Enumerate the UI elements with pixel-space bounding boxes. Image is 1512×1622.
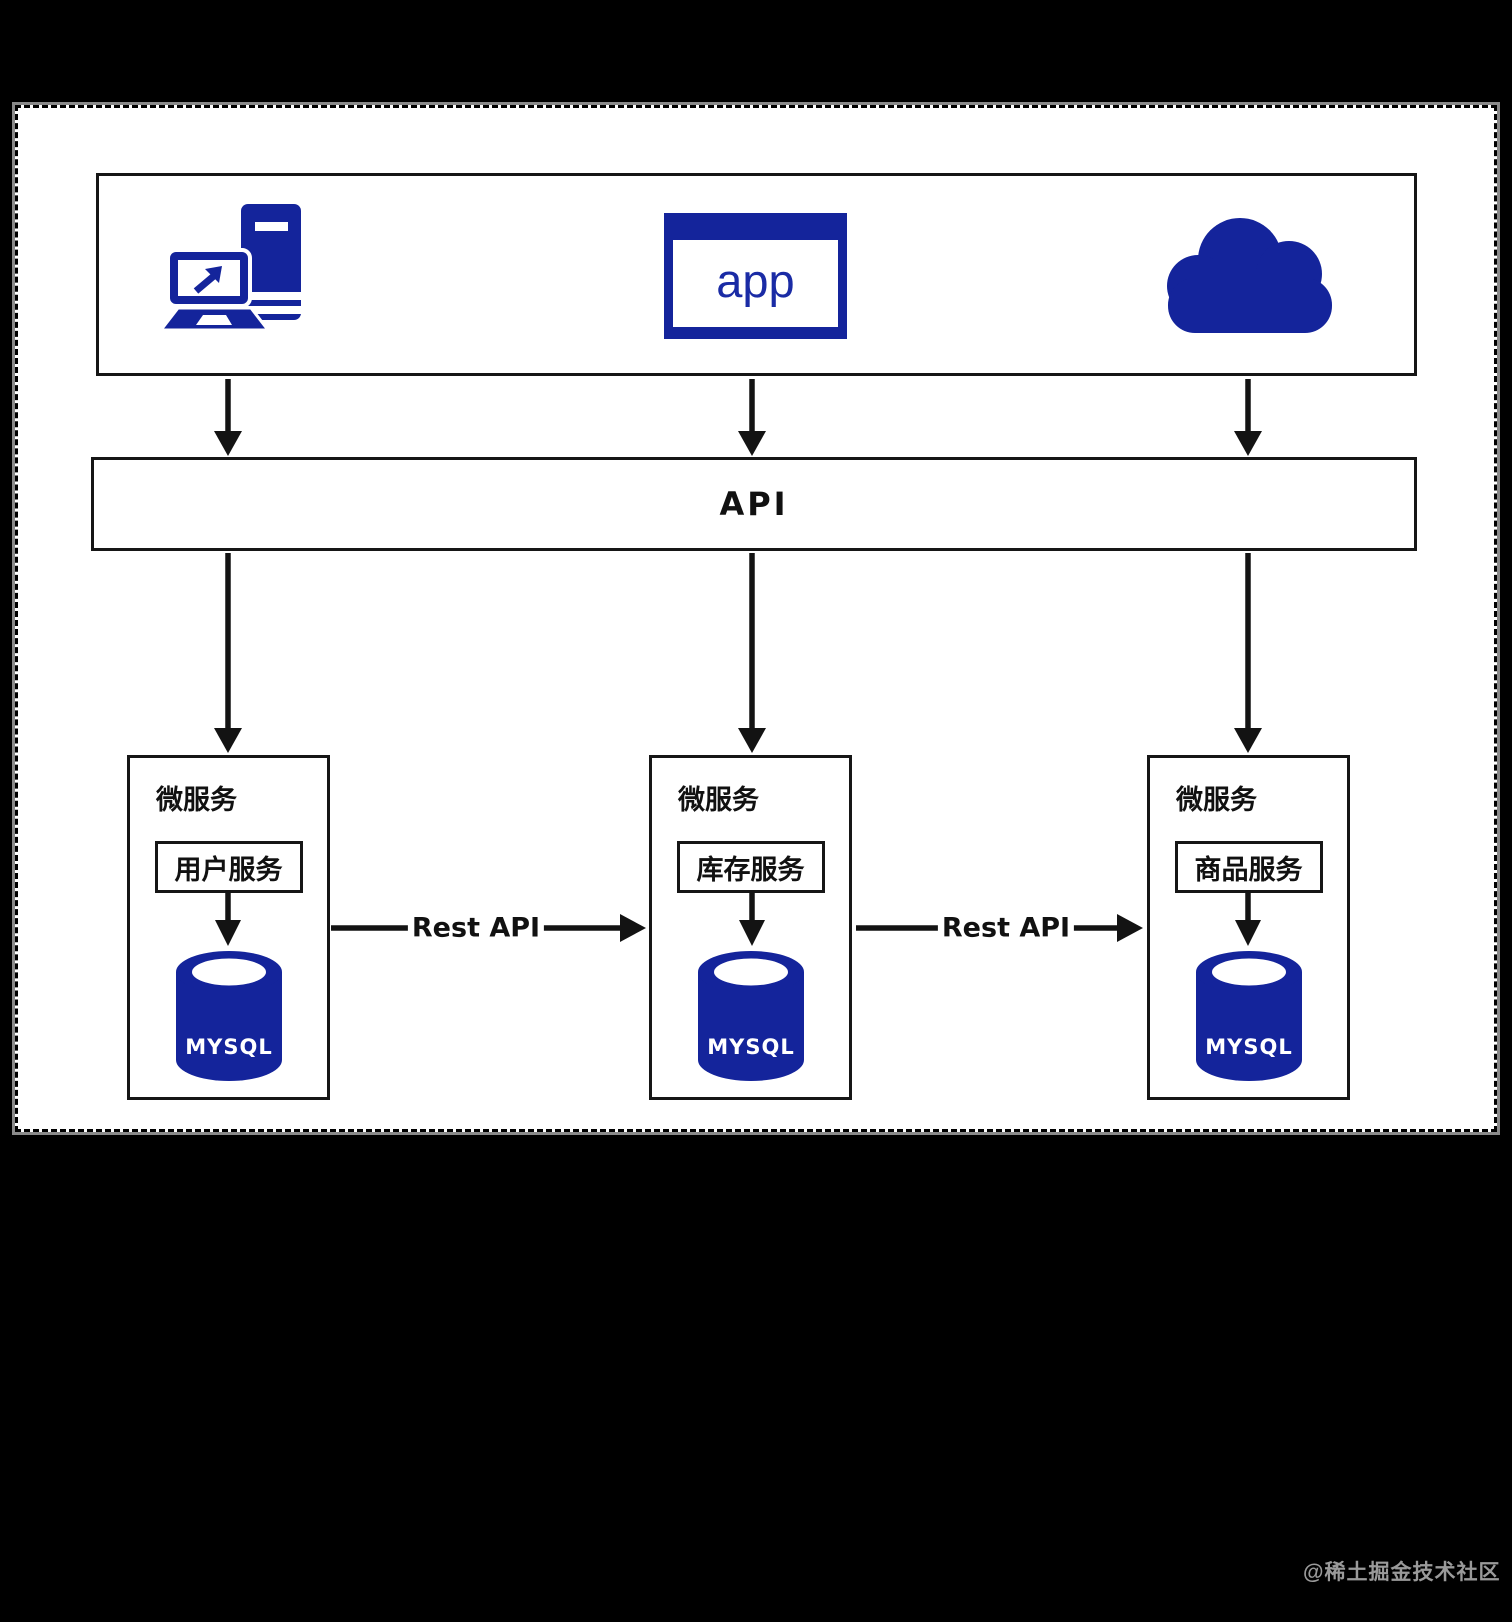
user-service-box: 用户服务: [154, 841, 303, 893]
app-label: app: [716, 254, 795, 307]
rest-api-label-2: Rest API: [937, 912, 1075, 944]
microservice-box-products: 微服务 商品服务 MYSQL: [1147, 755, 1350, 1100]
mysql-label: MYSQL: [185, 1035, 272, 1059]
microservice-title: 微服务: [1176, 785, 1257, 815]
rest-api-label-1: Rest API: [407, 912, 545, 944]
microservice-box-inventory: 微服务 库存服务 MYSQL: [649, 755, 852, 1100]
microservice-title: 微服务: [156, 785, 237, 815]
inventory-service-box: 库存服务: [676, 841, 825, 893]
clients-box: app: [96, 173, 1417, 376]
app-window-icon: app: [664, 213, 847, 339]
mysql-cylinder: MYSQL: [175, 951, 282, 1081]
mysql-label: MYSQL: [707, 1035, 794, 1059]
cloud-icon: [1167, 218, 1332, 333]
watermark: @稀土掘金技术社区: [1303, 1561, 1501, 1584]
desktop-computer-icon: [158, 204, 301, 332]
mysql-cylinder: MYSQL: [1195, 951, 1302, 1081]
microservice-title: 微服务: [678, 785, 759, 815]
product-service-box: 商品服务: [1174, 841, 1323, 893]
api-gateway-bar: API: [91, 457, 1417, 551]
mysql-cylinder: MYSQL: [697, 951, 804, 1081]
mysql-label: MYSQL: [1205, 1035, 1292, 1059]
microservice-box-users: 微服务 用户服务 MYSQL: [127, 755, 330, 1100]
api-label: API: [719, 485, 789, 523]
